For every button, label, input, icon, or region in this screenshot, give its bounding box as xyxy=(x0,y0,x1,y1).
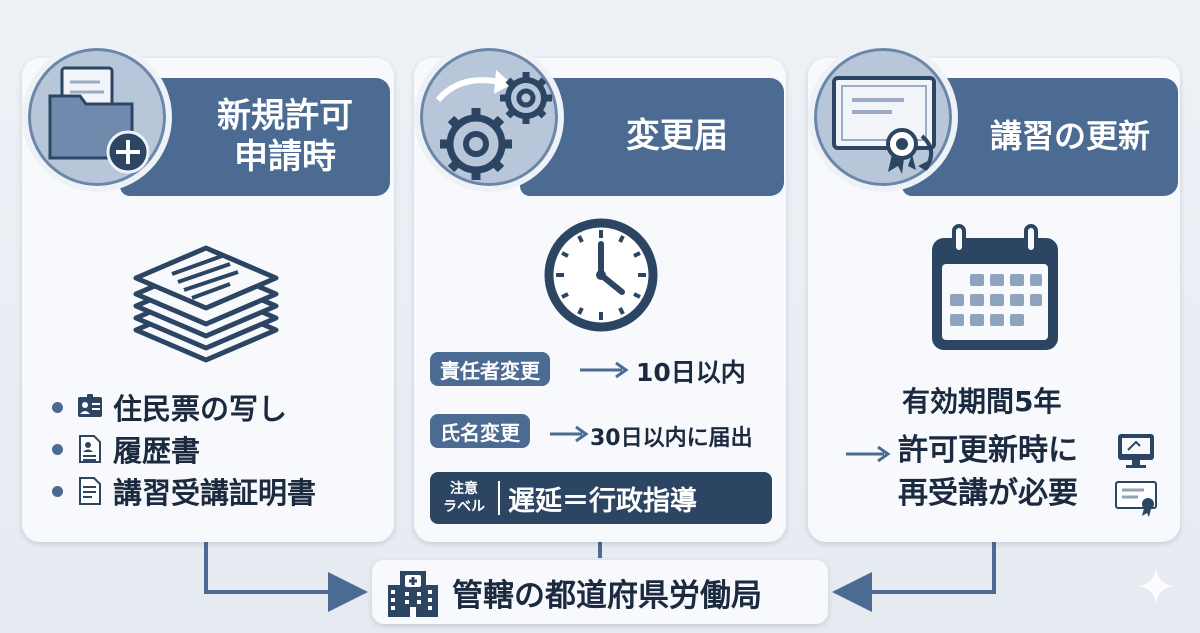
circle-new-permit xyxy=(22,42,172,192)
arrow-renewal xyxy=(846,445,891,463)
note-label: 注意 ラベル xyxy=(443,480,485,515)
list-item: 講習受講証明書 xyxy=(52,470,316,512)
bullet-dot xyxy=(52,485,63,497)
arrow-manager-change xyxy=(580,361,629,379)
banner-change-notice: 変更届 xyxy=(520,78,784,196)
connector-right xyxy=(832,542,996,612)
item-resident-card: 住民票の写し xyxy=(113,392,288,426)
hub-prefectural-labor-bureau: 管轄の都道府県労働局 xyxy=(372,560,828,624)
resume-icon xyxy=(79,435,101,463)
tag-name-change: 氏名変更 xyxy=(430,414,530,448)
note-warning: 注意 ラベル 遅延＝行政指導 xyxy=(430,472,772,524)
renewal-line2: 再受講が必要 xyxy=(898,475,1078,511)
renewal-line1: 許可更新時に xyxy=(898,433,1078,468)
calendar-icon xyxy=(932,224,1058,350)
course-renewal-title: 講習の更新 xyxy=(989,117,1150,156)
change-notice-title: 変更届 xyxy=(626,116,728,157)
new-permit-title-line2: 申請時 xyxy=(234,137,336,177)
arrow-name-change xyxy=(550,425,589,443)
building-icon xyxy=(388,571,438,617)
circle-course-renewal xyxy=(808,42,958,192)
note-text: 遅延＝行政指導 xyxy=(508,485,697,517)
list-item: 履歴書 xyxy=(52,428,316,470)
hub-label: 管轄の都道府県労働局 xyxy=(452,577,762,614)
award-icon xyxy=(1115,481,1157,517)
id-card-icon xyxy=(78,394,102,417)
required-documents-list: 住民票の写し 履歴書 講習受講証明書 xyxy=(52,386,316,512)
item-resume: 履歴書 xyxy=(113,434,201,468)
bullet-dot xyxy=(52,401,63,413)
document-stack-icon xyxy=(133,245,279,363)
monitor-icon xyxy=(1118,434,1154,468)
validity-period: 有効期間5年 xyxy=(902,385,1062,418)
gears-icon xyxy=(435,70,552,180)
tag-manager-change: 責任者変更 xyxy=(430,352,550,386)
new-permit-title-line1: 新規許可 xyxy=(217,95,353,136)
value-name-change: 30日以内に届出 xyxy=(590,426,753,451)
sparkle-icon xyxy=(1138,568,1174,604)
list-item: 住民票の写し xyxy=(52,386,316,428)
bullet-dot xyxy=(52,443,63,455)
circle-change-notice xyxy=(414,42,564,192)
connector-left xyxy=(204,542,368,612)
value-manager-change: 10日以内 xyxy=(636,358,746,387)
renewal-text: 許可更新時に 再受講が必要 xyxy=(898,430,1078,515)
clock-icon xyxy=(544,218,658,332)
folder-add-icon xyxy=(48,66,150,174)
item-course-certificate: 講習受講証明書 xyxy=(113,476,317,510)
certificate-icon xyxy=(832,76,936,174)
certificate-doc-icon xyxy=(79,477,101,505)
note-divider xyxy=(498,481,500,515)
